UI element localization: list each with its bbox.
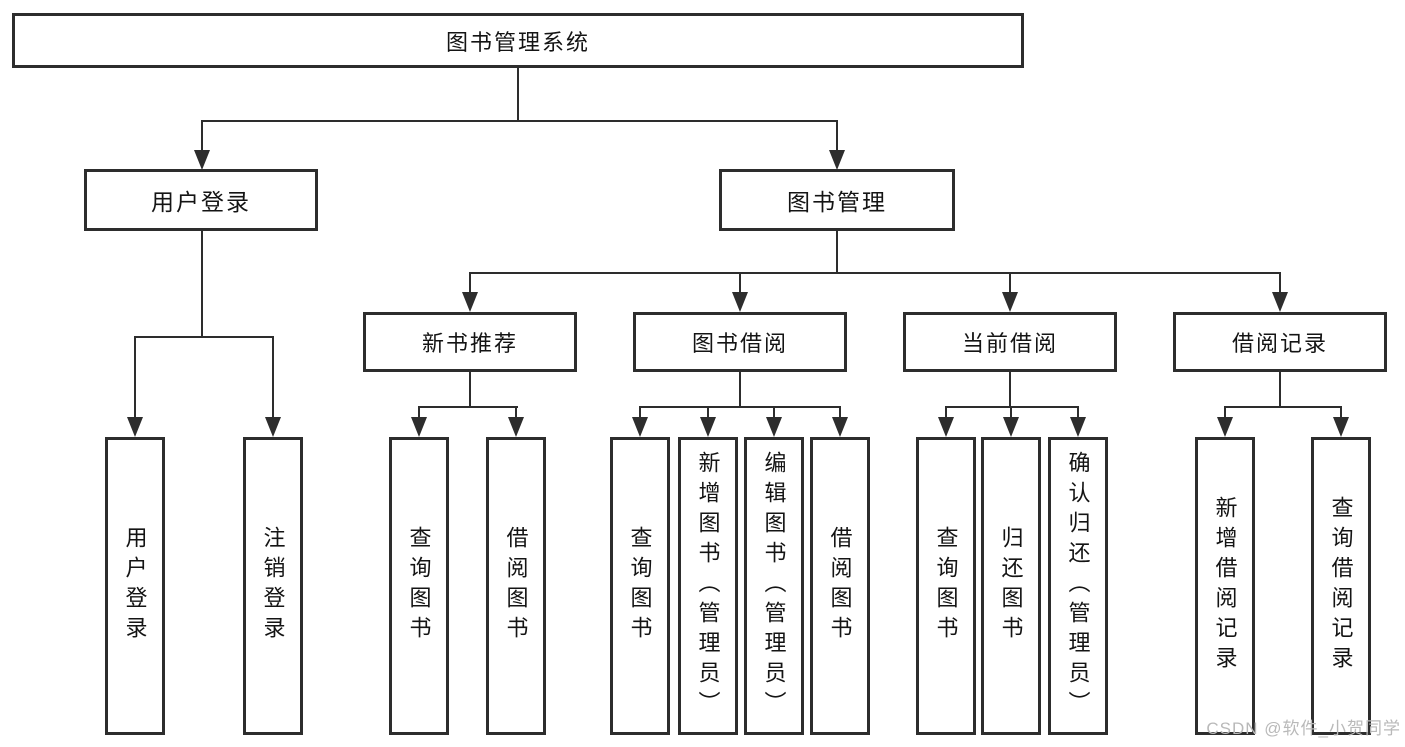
node-book-management: 图书管理: [719, 169, 955, 231]
connector-book-mgmt-stub: [836, 120, 838, 152]
arrow-into-user-login: [194, 150, 210, 170]
arrow-into-book-borrow: [732, 292, 748, 312]
arrow-into-cb-query: [938, 417, 954, 437]
connector-borrow-record-stub: [1279, 272, 1281, 294]
arrow-into-br-query: [1333, 417, 1349, 437]
arrow-into-nb-query: [411, 417, 427, 437]
node-borrowing-records-label: 借阅记录: [1231, 331, 1328, 356]
arrow-into-bb-borrow: [832, 417, 848, 437]
connector-new-book-stub: [469, 272, 471, 294]
leaf-nb-borrow-books-label: 借阅图书: [503, 526, 529, 646]
leaf-user-login: 用户登录: [105, 437, 165, 735]
connector-cb-confirm-stub: [1077, 406, 1079, 419]
arrow-into-cb-return: [1003, 417, 1019, 437]
leaf-logout: 注销登录: [243, 437, 303, 735]
leaf-nb-query-books: 查询图书: [389, 437, 449, 735]
arrow-into-bb-edit: [766, 417, 782, 437]
connector-br-query-stub: [1340, 406, 1342, 419]
connector-current-borrow-stub: [1009, 272, 1011, 294]
leaf-nb-query-books-label: 查询图书: [406, 526, 432, 646]
node-book-borrowing-label: 图书借阅: [691, 331, 788, 356]
arrow-into-leaf-login: [127, 417, 143, 437]
connector-nb-query-stub: [418, 406, 420, 419]
connector-new-book-bus: [418, 406, 518, 408]
connector-borrow-record-down: [1279, 372, 1281, 408]
arrow-into-book-mgmt: [829, 150, 845, 170]
leaf-cb-confirm-return-admin-label: 确认归还（管理员）: [1065, 451, 1091, 721]
connector-cb-return-stub: [1010, 406, 1012, 419]
connector-bb-borrow-stub: [839, 406, 841, 419]
leaf-bb-borrow-books: 借阅图书: [810, 437, 870, 735]
connector-bb-add-stub: [707, 406, 709, 419]
connector-current-borrow-down: [1009, 372, 1011, 408]
leaf-cb-query-books-label: 查询图书: [933, 526, 959, 646]
connector-user-login-bus: [134, 336, 274, 338]
connector-book-borrow-stub: [739, 272, 741, 294]
leaf-nb-borrow-books: 借阅图书: [486, 437, 546, 735]
node-borrowing-records: 借阅记录: [1173, 312, 1387, 372]
connector-user-login-stub: [201, 120, 203, 152]
arrow-into-nb-borrow: [508, 417, 524, 437]
connector-leaf-logout-stub: [272, 336, 274, 419]
connector-bb-query-stub: [639, 406, 641, 419]
node-user-login-label: 用户登录: [151, 189, 251, 215]
connector-br-add-stub: [1224, 406, 1226, 419]
arrow-into-current-borrow: [1002, 292, 1018, 312]
node-new-book-recommend-label: 新书推荐: [421, 331, 518, 356]
arrow-into-bb-query: [632, 417, 648, 437]
node-library-system: 图书管理系统: [12, 13, 1024, 68]
connector-book-mgmt-down: [836, 231, 838, 274]
connector-level3-bus: [469, 272, 1281, 274]
watermark-text: CSDN @软件_小贺同学: [1206, 719, 1401, 738]
node-book-borrowing: 图书借阅: [633, 312, 847, 372]
leaf-br-query-record: 查询借阅记录: [1311, 437, 1371, 735]
leaf-br-query-record-label: 查询借阅记录: [1328, 496, 1354, 676]
connector-cb-query-stub: [945, 406, 947, 419]
node-user-login: 用户登录: [84, 169, 318, 231]
connector-level2-bus: [201, 120, 838, 122]
leaf-bb-query-books-label: 查询图书: [627, 526, 653, 646]
leaf-br-add-record-label: 新增借阅记录: [1212, 496, 1238, 676]
connector-leaf-login-stub: [134, 336, 136, 419]
leaf-bb-edit-books-admin: 编辑图书（管理员）: [744, 437, 804, 735]
connector-nb-borrow-stub: [515, 406, 517, 419]
leaf-cb-confirm-return-admin: 确认归还（管理员）: [1048, 437, 1108, 735]
arrow-into-cb-confirm: [1070, 417, 1086, 437]
connector-book-borrow-down: [739, 372, 741, 408]
node-current-borrowing: 当前借阅: [903, 312, 1117, 372]
arrow-into-new-book: [462, 292, 478, 312]
leaf-bb-edit-books-admin-label: 编辑图书（管理员）: [761, 451, 787, 721]
node-library-system-label: 图书管理系统: [445, 29, 590, 55]
leaf-cb-query-books: 查询图书: [916, 437, 976, 735]
connector-user-login-down: [201, 231, 203, 338]
arrow-into-br-add: [1217, 417, 1233, 437]
node-current-borrowing-label: 当前借阅: [961, 331, 1058, 356]
leaf-br-add-record: 新增借阅记录: [1195, 437, 1255, 735]
node-new-book-recommend: 新书推荐: [363, 312, 577, 372]
node-book-management-label: 图书管理: [787, 189, 887, 215]
leaf-bb-query-books: 查询图书: [610, 437, 670, 735]
arrow-into-bb-add: [700, 417, 716, 437]
leaf-cb-return-books-label: 归还图书: [998, 526, 1024, 646]
leaf-user-login-label: 用户登录: [122, 526, 148, 646]
leaf-bb-add-books-admin: 新增图书（管理员）: [678, 437, 738, 735]
connector-root-stem: [517, 68, 519, 122]
leaf-logout-label: 注销登录: [260, 526, 286, 646]
connector-bb-edit-stub: [773, 406, 775, 419]
connector-borrow-record-bus: [1224, 406, 1341, 408]
leaf-bb-add-books-admin-label: 新增图书（管理员）: [695, 451, 721, 721]
connector-book-borrow-bus: [639, 406, 841, 408]
leaf-cb-return-books: 归还图书: [981, 437, 1041, 735]
leaf-bb-borrow-books-label: 借阅图书: [827, 526, 853, 646]
connector-new-book-down: [469, 372, 471, 408]
arrow-into-leaf-logout: [265, 417, 281, 437]
arrow-into-borrow-record: [1272, 292, 1288, 312]
